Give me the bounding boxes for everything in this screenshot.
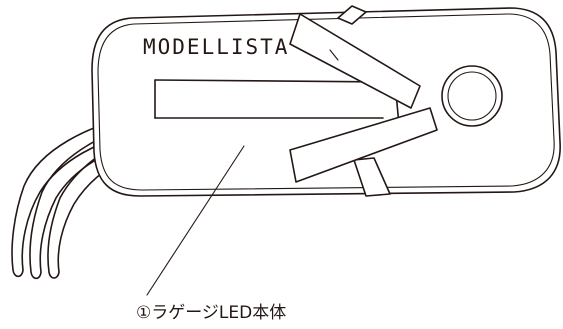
callout-leader-line [146,145,245,296]
device-housing-inner [97,13,555,191]
device-housing-outer [91,7,561,197]
upper-mounting-clip [289,5,421,109]
brand-logo: MODELLISTA [143,35,289,59]
lower-mounting-clip [289,107,438,197]
callout-label: ①ラゲージLED本体 [136,303,286,323]
wire-harness [11,115,149,280]
switch-button [441,65,503,127]
led-unit-body: MODELLISTA [91,7,561,197]
